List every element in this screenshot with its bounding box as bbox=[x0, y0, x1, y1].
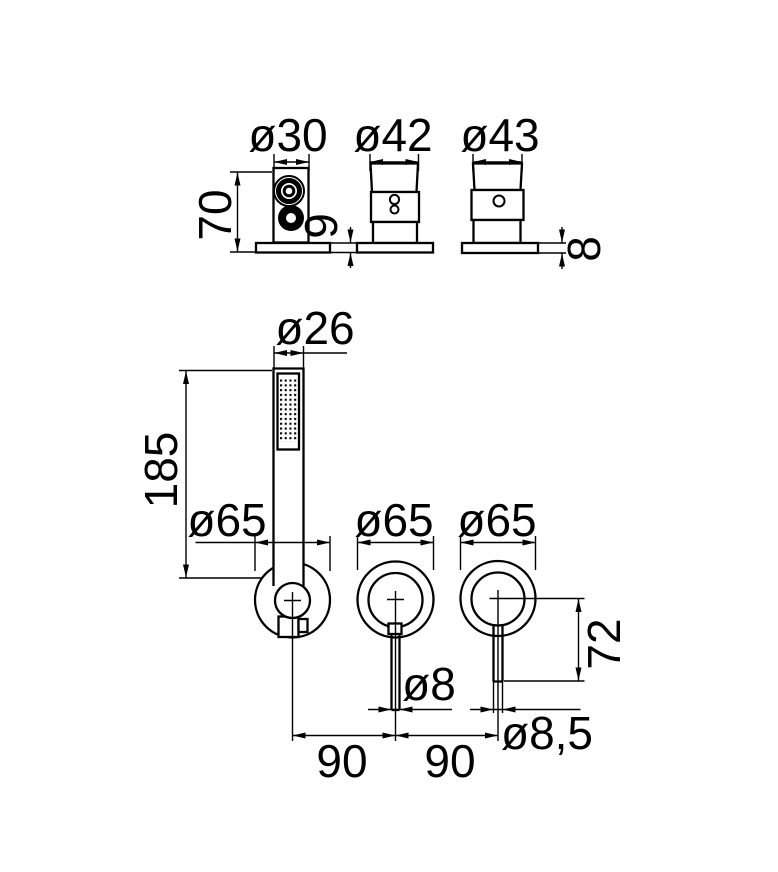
front-view-valve-middle bbox=[356, 560, 435, 741]
dim-label-o26: ø26 bbox=[275, 302, 354, 354]
dim-label-90-right: 90 bbox=[424, 735, 475, 787]
hose-connector bbox=[277, 615, 300, 639]
dimension-valve-small: ø42 bbox=[353, 109, 433, 171]
dim-label-o65-right: ø65 bbox=[457, 494, 536, 546]
centerline-right bbox=[489, 590, 507, 741]
indicator-dot-upper bbox=[388, 193, 401, 206]
dimension-handshower-outlet: ø30 bbox=[248, 109, 328, 171]
dim-label-9: 9 bbox=[295, 213, 347, 239]
valve-wall-plate bbox=[460, 241, 540, 255]
dimension-valve-plate-8: 8 bbox=[539, 227, 610, 269]
dimension-handshower-width: ø26 bbox=[273, 302, 355, 368]
dimension-rosette-middle: ø65 bbox=[354, 494, 435, 570]
indicator-dot bbox=[492, 194, 506, 208]
top-view-valve-42 bbox=[355, 162, 435, 254]
holder-wall-plate bbox=[254, 241, 332, 254]
front-view-hand-shower-assembly bbox=[253, 367, 332, 741]
top-view-valve-43 bbox=[460, 162, 540, 255]
dimension-rosette-right: ø65 bbox=[457, 494, 537, 570]
centerline-left bbox=[284, 592, 301, 741]
valve-base bbox=[371, 220, 419, 245]
dimension-rosette-left: ø65 bbox=[187, 494, 331, 571]
dim-label-o8: ø8 bbox=[402, 658, 456, 710]
hose-outlet bbox=[278, 205, 304, 231]
dim-label-8: 8 bbox=[558, 236, 610, 262]
dimension-valve-large: ø43 bbox=[460, 109, 540, 171]
dim-label-o65-middle: ø65 bbox=[354, 494, 433, 546]
hose-connector-clip bbox=[297, 617, 309, 634]
dimension-lever-right-diameter: ø8,5 bbox=[470, 706, 593, 759]
dim-label-o85: ø8,5 bbox=[501, 707, 593, 759]
dim-label-72: 72 bbox=[578, 618, 630, 669]
centerline-middle bbox=[387, 591, 404, 741]
spray-face bbox=[276, 372, 301, 451]
dim-label-70: 70 bbox=[189, 189, 241, 240]
dimension-height-70: 70 bbox=[189, 171, 272, 253]
valve-wall-plate bbox=[355, 241, 435, 254]
spray-nozzles bbox=[280, 379, 299, 442]
indicator-dot-lower bbox=[389, 204, 400, 215]
dim-label-o65-left: ø65 bbox=[187, 494, 266, 546]
dim-label-o42: ø42 bbox=[353, 109, 432, 161]
dim-label-o43: ø43 bbox=[460, 109, 539, 161]
valve-handle-top bbox=[471, 162, 524, 192]
valve-handle-top bbox=[369, 162, 420, 194]
dim-label-185: 185 bbox=[135, 432, 187, 509]
dimension-handshower-length: 185 bbox=[135, 369, 272, 579]
dimension-lever-middle-diameter: ø8 bbox=[368, 658, 456, 713]
dimension-spacings: 90 90 bbox=[292, 732, 498, 787]
dimension-lever-length: 72 bbox=[504, 597, 630, 682]
top-view-hand-shower-holder bbox=[254, 166, 332, 254]
dim-label-o30: ø30 bbox=[248, 109, 327, 161]
dimension-holder-plate-9: 9 bbox=[295, 213, 356, 268]
dim-label-90-left: 90 bbox=[316, 735, 367, 787]
valve-base bbox=[472, 218, 522, 245]
swivel-joint bbox=[273, 175, 305, 207]
